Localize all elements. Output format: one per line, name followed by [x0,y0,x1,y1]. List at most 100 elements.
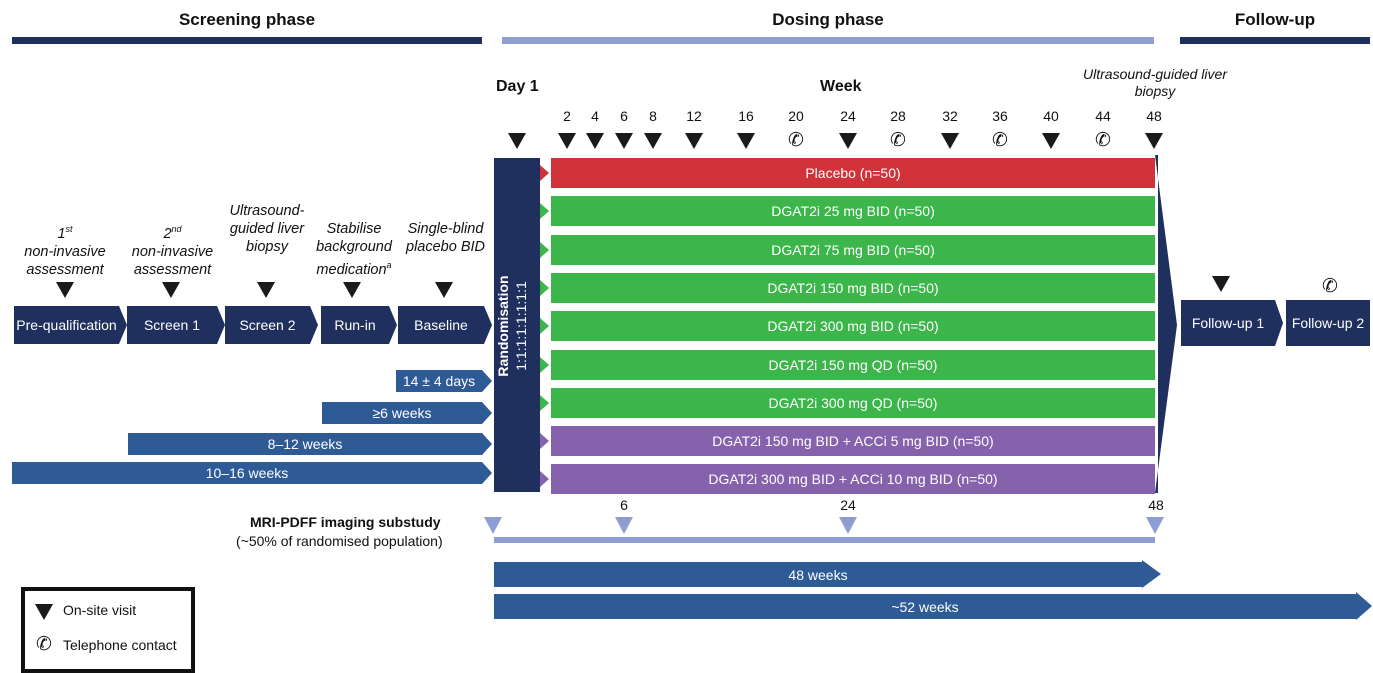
week-number: 40 [1043,108,1059,124]
mri-visit-icon [484,517,502,534]
converging-arrow [1155,155,1177,493]
telephone-icon: ✆ [1322,276,1338,297]
telephone-icon: ✆ [992,130,1008,151]
randomisation-label: Randomisation 1:1:1:1:1:1:1:1 [495,275,529,377]
screening-phase-bar [12,37,482,44]
chevron [310,306,318,344]
week-number: 24 [840,108,856,124]
onsite-visit-icon [1145,133,1163,149]
week-number: 20 [788,108,804,124]
visit-label-5: Single-blind placebo BID [406,221,485,255]
duration-8-12-weeks: 8–12 weeks [128,433,482,455]
arrow-head [482,402,492,424]
week-number: 44 [1095,108,1111,124]
visit-label-3: Ultrasound-guided liver biopsy [229,203,305,255]
onsite-visit-icon [35,604,53,620]
onsite-visit-icon [586,133,604,149]
arrow-head [482,370,492,392]
mri-week-6: 6 [620,497,628,513]
day-1-label: Day 1 [496,78,539,95]
week-number: 28 [890,108,906,124]
mri-visit-icon [615,517,633,534]
week-number: 32 [942,108,958,124]
week-number: 36 [992,108,1008,124]
treatment-arm: DGAT2i 25 mg BID (n=50) [551,196,1155,227]
arm-arrow-tip [540,279,549,296]
treatment-arm: DGAT2i 150 mg BID + ACCi 5 mg BID (n=50) [551,426,1155,457]
telephone-icon: ✆ [36,634,52,655]
legend-phone-label: Telephone contact [63,637,177,653]
telephone-icon: ✆ [788,130,804,151]
arm-arrow-tip [540,394,549,411]
duration-14-days: 14 ± 4 days [396,370,482,392]
arm-arrow-tip [540,433,549,450]
onsite-visit-icon [615,133,633,149]
week-number: 6 [620,108,628,124]
onsite-visit-icon [343,282,361,298]
arrow-head [482,462,492,484]
arm-arrow-tip [540,203,549,220]
arm-arrow-tip [540,356,549,373]
duration-48-weeks: 48 weeks [494,562,1142,587]
mri-subtitle: (~50% of randomised population) [236,533,443,549]
onsite-visit-icon [162,282,180,298]
onsite-visit-icon [56,282,74,298]
mri-visit-icon [839,517,857,534]
onsite-visit-icon [839,133,857,149]
arm-arrow-tip [540,471,549,488]
visit-label-4: Stabilise background medicationa [316,221,392,278]
box-prequalification: Pre-qualification [14,306,119,344]
chevron [217,306,225,344]
arm-arrow-tip [540,318,549,335]
dosing-phase-title: Dosing phase [772,10,884,29]
mri-title: MRI-PDFF imaging substudy [250,514,441,530]
onsite-visit-icon [558,133,576,149]
mri-week-24: 24 [840,497,856,513]
treatment-arm: Placebo (n=50) [551,158,1155,188]
chevron [484,306,492,344]
treatment-arm: DGAT2i 75 mg BID (n=50) [551,234,1155,265]
legend-onsite-label: On-site visit [63,602,137,618]
mri-visit-icon [1146,517,1164,534]
duration-10-16-weeks: 10–16 weeks [12,462,482,484]
box-follow-up-2: Follow-up 2 [1286,300,1370,346]
treatment-arm: DGAT2i 300 mg BID (n=50) [551,311,1155,342]
arm-arrow-tip [540,165,549,181]
screening-phase-title: Screening phase [178,10,316,29]
box-screen-2: Screen 2 [225,306,310,344]
onsite-visit-icon [685,133,703,149]
biopsy-label: Ultrasound-guided liver biopsy [1083,66,1227,99]
onsite-visit-icon [737,133,755,149]
chevron [119,306,127,344]
onsite-visit-icon [435,282,453,298]
arm-arrow-tip [540,241,549,258]
duration-52-weeks: ~52 weeks [494,594,1356,619]
arrow-head [1356,592,1372,620]
week-number: 8 [649,108,657,124]
treatment-arm: DGAT2i 150 mg BID (n=50) [551,272,1155,303]
mri-week-48: 48 [1148,497,1164,513]
week-number: 2 [563,108,571,124]
onsite-visit-icon [1212,276,1230,292]
chevron [1275,300,1283,346]
week-label: Week [820,78,862,95]
telephone-icon: ✆ [1095,130,1111,151]
followup-phase-bar [1180,37,1370,44]
onsite-visit-icon [941,133,959,149]
week-number: 48 [1146,108,1162,124]
box-baseline: Baseline [398,306,484,344]
box-screen-1: Screen 1 [127,306,217,344]
legend: On-site visit ✆ Telephone contact [21,587,195,673]
onsite-visit-icon [508,133,526,149]
treatment-arm: DGAT2i 150 mg QD (n=50) [551,349,1155,380]
onsite-visit-icon [644,133,662,149]
treatment-arm: DGAT2i 300 mg BID + ACCi 10 mg BID (n=50… [551,464,1155,495]
week-number: 4 [591,108,599,124]
duration-6-weeks: ≥6 weeks [322,402,482,424]
arrow-head [1142,560,1161,588]
telephone-icon: ✆ [890,130,906,151]
randomisation-box [494,158,540,492]
box-follow-up-1: Follow-up 1 [1181,300,1275,346]
